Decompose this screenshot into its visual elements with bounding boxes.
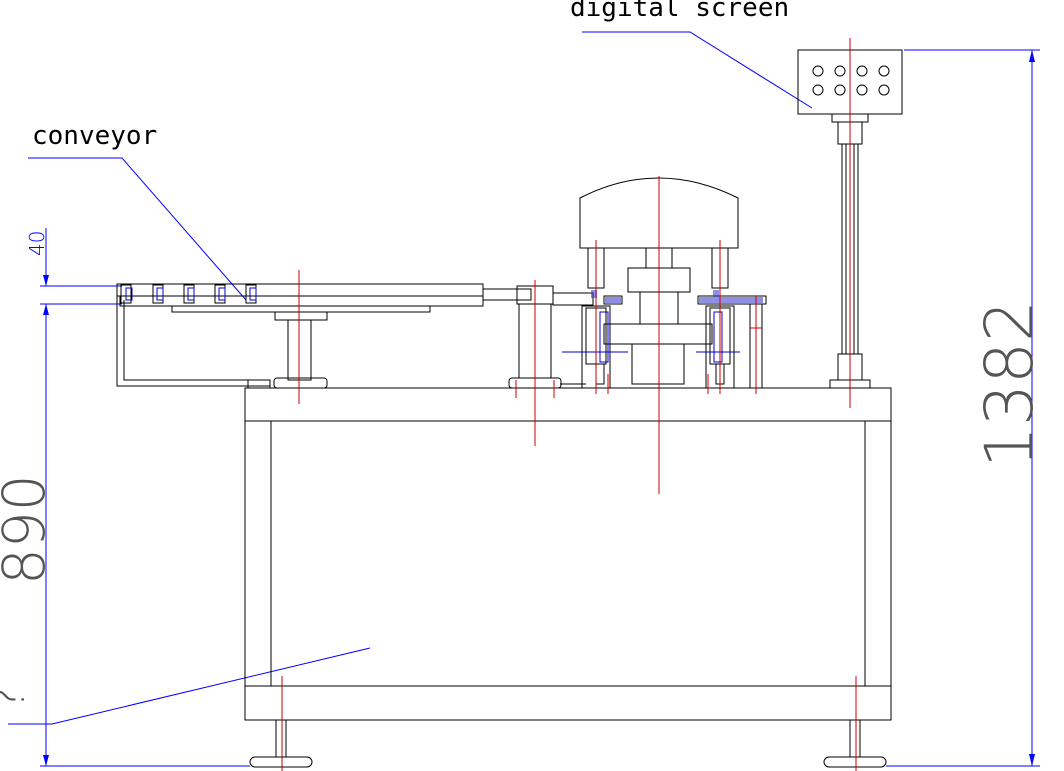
conveyor-leader (28, 157, 247, 301)
detail-parts (125, 287, 740, 363)
cabinet-leader (8, 647, 371, 725)
dimension-overall-height: 1382 (971, 300, 1048, 468)
hatched-plates (591, 290, 763, 303)
conveyor-plate (116, 283, 532, 313)
dimension-top-gap: 40 (25, 231, 49, 256)
digital-screen-label: digital screen (570, 0, 789, 23)
conveyor-bracket (116, 295, 270, 387)
middle-support (508, 285, 594, 389)
right-foot (823, 720, 887, 768)
left-foot (249, 720, 313, 768)
screen-buttons (812, 65, 890, 96)
center-lines (281, 38, 857, 771)
unknown-callout-label: ? (0, 687, 35, 710)
dimension-table-height: 890 (0, 474, 58, 585)
conveyor-label: conveyor (32, 121, 157, 151)
machine-outline (116, 49, 903, 768)
cabinet-frame (244, 387, 892, 721)
digital-screen-leader (582, 31, 813, 109)
dimension-arrowheads (43, 50, 1035, 766)
leader-lines (8, 31, 813, 725)
rotary-head (579, 177, 739, 385)
dimension-lines (40, 49, 1040, 767)
conveyor-support (273, 311, 328, 389)
